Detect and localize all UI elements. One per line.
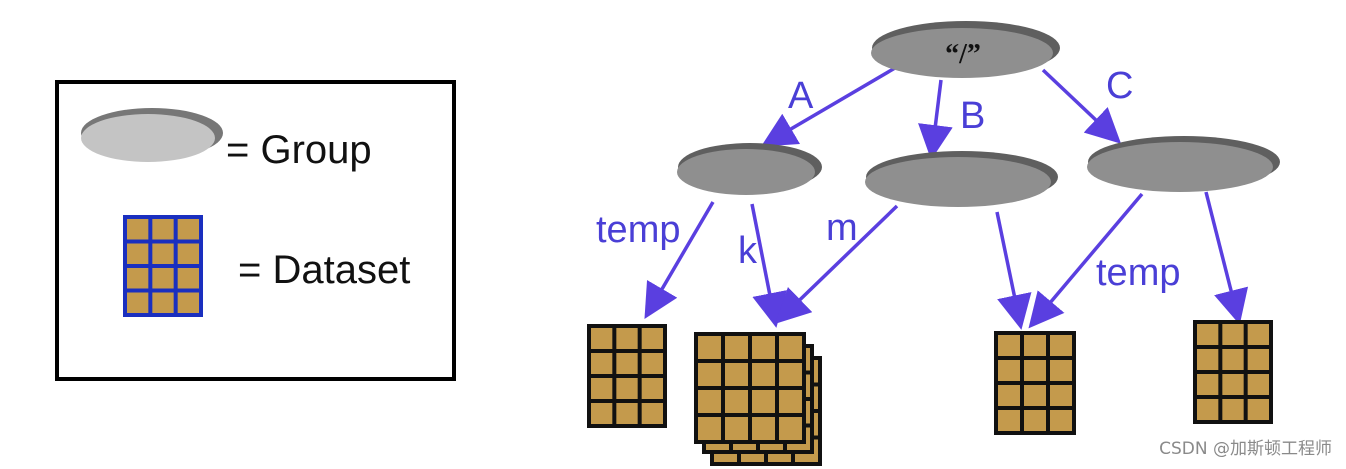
legend-group-label: = Group [226, 128, 372, 172]
edge-a-k [750, 203, 787, 328]
edge-root-a [760, 66, 896, 147]
dataset-grid [123, 215, 203, 317]
edge-a-temp [644, 201, 715, 320]
dataset-grid [1193, 320, 1273, 424]
dataset-c [1193, 320, 1273, 424]
watermark: CSDN @加斯顿工程师 [1159, 439, 1332, 459]
edge-label-b: B [960, 95, 985, 137]
edge-b-m [774, 204, 899, 324]
edge-c-temp [1028, 192, 1144, 329]
legend-dataset-icon [123, 215, 203, 317]
edge-root-c [1041, 68, 1122, 144]
edge-label-temp-left: temp [596, 209, 680, 251]
group-a [677, 143, 822, 195]
group-root [871, 21, 1060, 78]
legend-dataset-label: = Dataset [238, 248, 410, 292]
root-group-label: “/” [945, 39, 981, 70]
dataset-grid [994, 331, 1076, 435]
group-c [1087, 136, 1280, 192]
dataset-temp-a [587, 324, 667, 428]
dataset-stack-k [694, 332, 822, 466]
edge-root-b [918, 79, 953, 160]
dataset-b [994, 331, 1076, 435]
edge-label-c: C [1106, 65, 1133, 107]
dataset-grid [587, 324, 667, 428]
group-b [865, 151, 1058, 207]
edge-c-dataset [1204, 191, 1249, 325]
edge-label-k: k [738, 230, 758, 272]
edge-label-temp-right: temp [1096, 252, 1180, 294]
dataset-grid [694, 332, 806, 444]
edge-label-a: A [788, 75, 814, 117]
legend: = Group = Dataset [55, 80, 456, 381]
edges [644, 66, 1249, 330]
edge-b-dataset [995, 211, 1032, 330]
edge-label-m: m [826, 207, 858, 249]
legend-group-icon [81, 108, 223, 162]
